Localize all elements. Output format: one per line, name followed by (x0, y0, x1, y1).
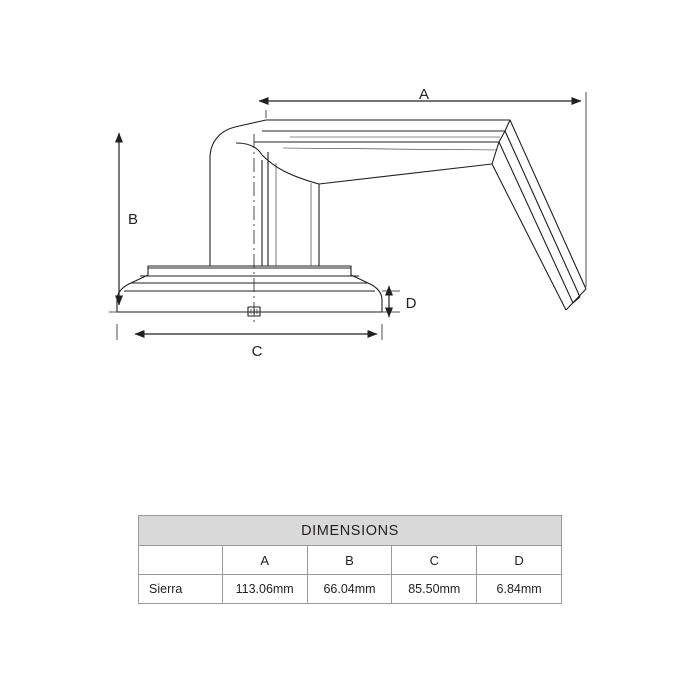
lever-highlight-line-2 (282, 147, 497, 151)
table-header-blank (138, 545, 223, 575)
table-row: Sierra 113.06mm 66.04mm 85.50mm 6.84mm (138, 574, 562, 604)
bend-facet-2 (498, 130, 506, 143)
table-title-row: DIMENSIONS (138, 515, 562, 546)
lever-lower-edge (318, 163, 493, 185)
lever-lower-right-edge (491, 163, 567, 311)
lever-tip-inner (572, 296, 581, 304)
base-rosette (116, 265, 383, 313)
row-value-d: 6.84mm (476, 574, 562, 604)
dim-label-c: C (252, 343, 263, 360)
table-header-b: B (306, 545, 393, 575)
lever-underside-curve (261, 154, 320, 185)
base-detail-lines (250, 309, 258, 314)
row-value-c: 85.50mm (391, 574, 478, 604)
table-header-row: A B C D (138, 545, 562, 575)
dimension-arrows (115, 97, 582, 338)
dim-label-d: D (406, 295, 417, 312)
bend-facet-1 (491, 141, 500, 165)
lever-tip-end (565, 288, 587, 311)
lever-throat-curve (235, 142, 263, 156)
row-name: Sierra (138, 574, 223, 604)
row-value-b: 66.04mm (306, 574, 393, 604)
handle-outline (116, 119, 587, 317)
neck-shade (285, 171, 320, 185)
bend-facet-3 (504, 119, 511, 132)
table-header-c: C (391, 545, 478, 575)
dim-label-a: A (419, 86, 429, 103)
table-header-d: D (476, 545, 562, 575)
table-header-a: A (221, 545, 308, 575)
dim-label-b: B (128, 211, 138, 228)
row-value-a: 113.06mm (221, 574, 308, 604)
dimensions-table: DIMENSIONS A B C D Sierra 113.06mm 66.04… (138, 515, 562, 604)
neck-left (209, 119, 267, 266)
table-title: DIMENSIONS (138, 515, 562, 546)
lever-top-inner-2 (254, 141, 574, 304)
